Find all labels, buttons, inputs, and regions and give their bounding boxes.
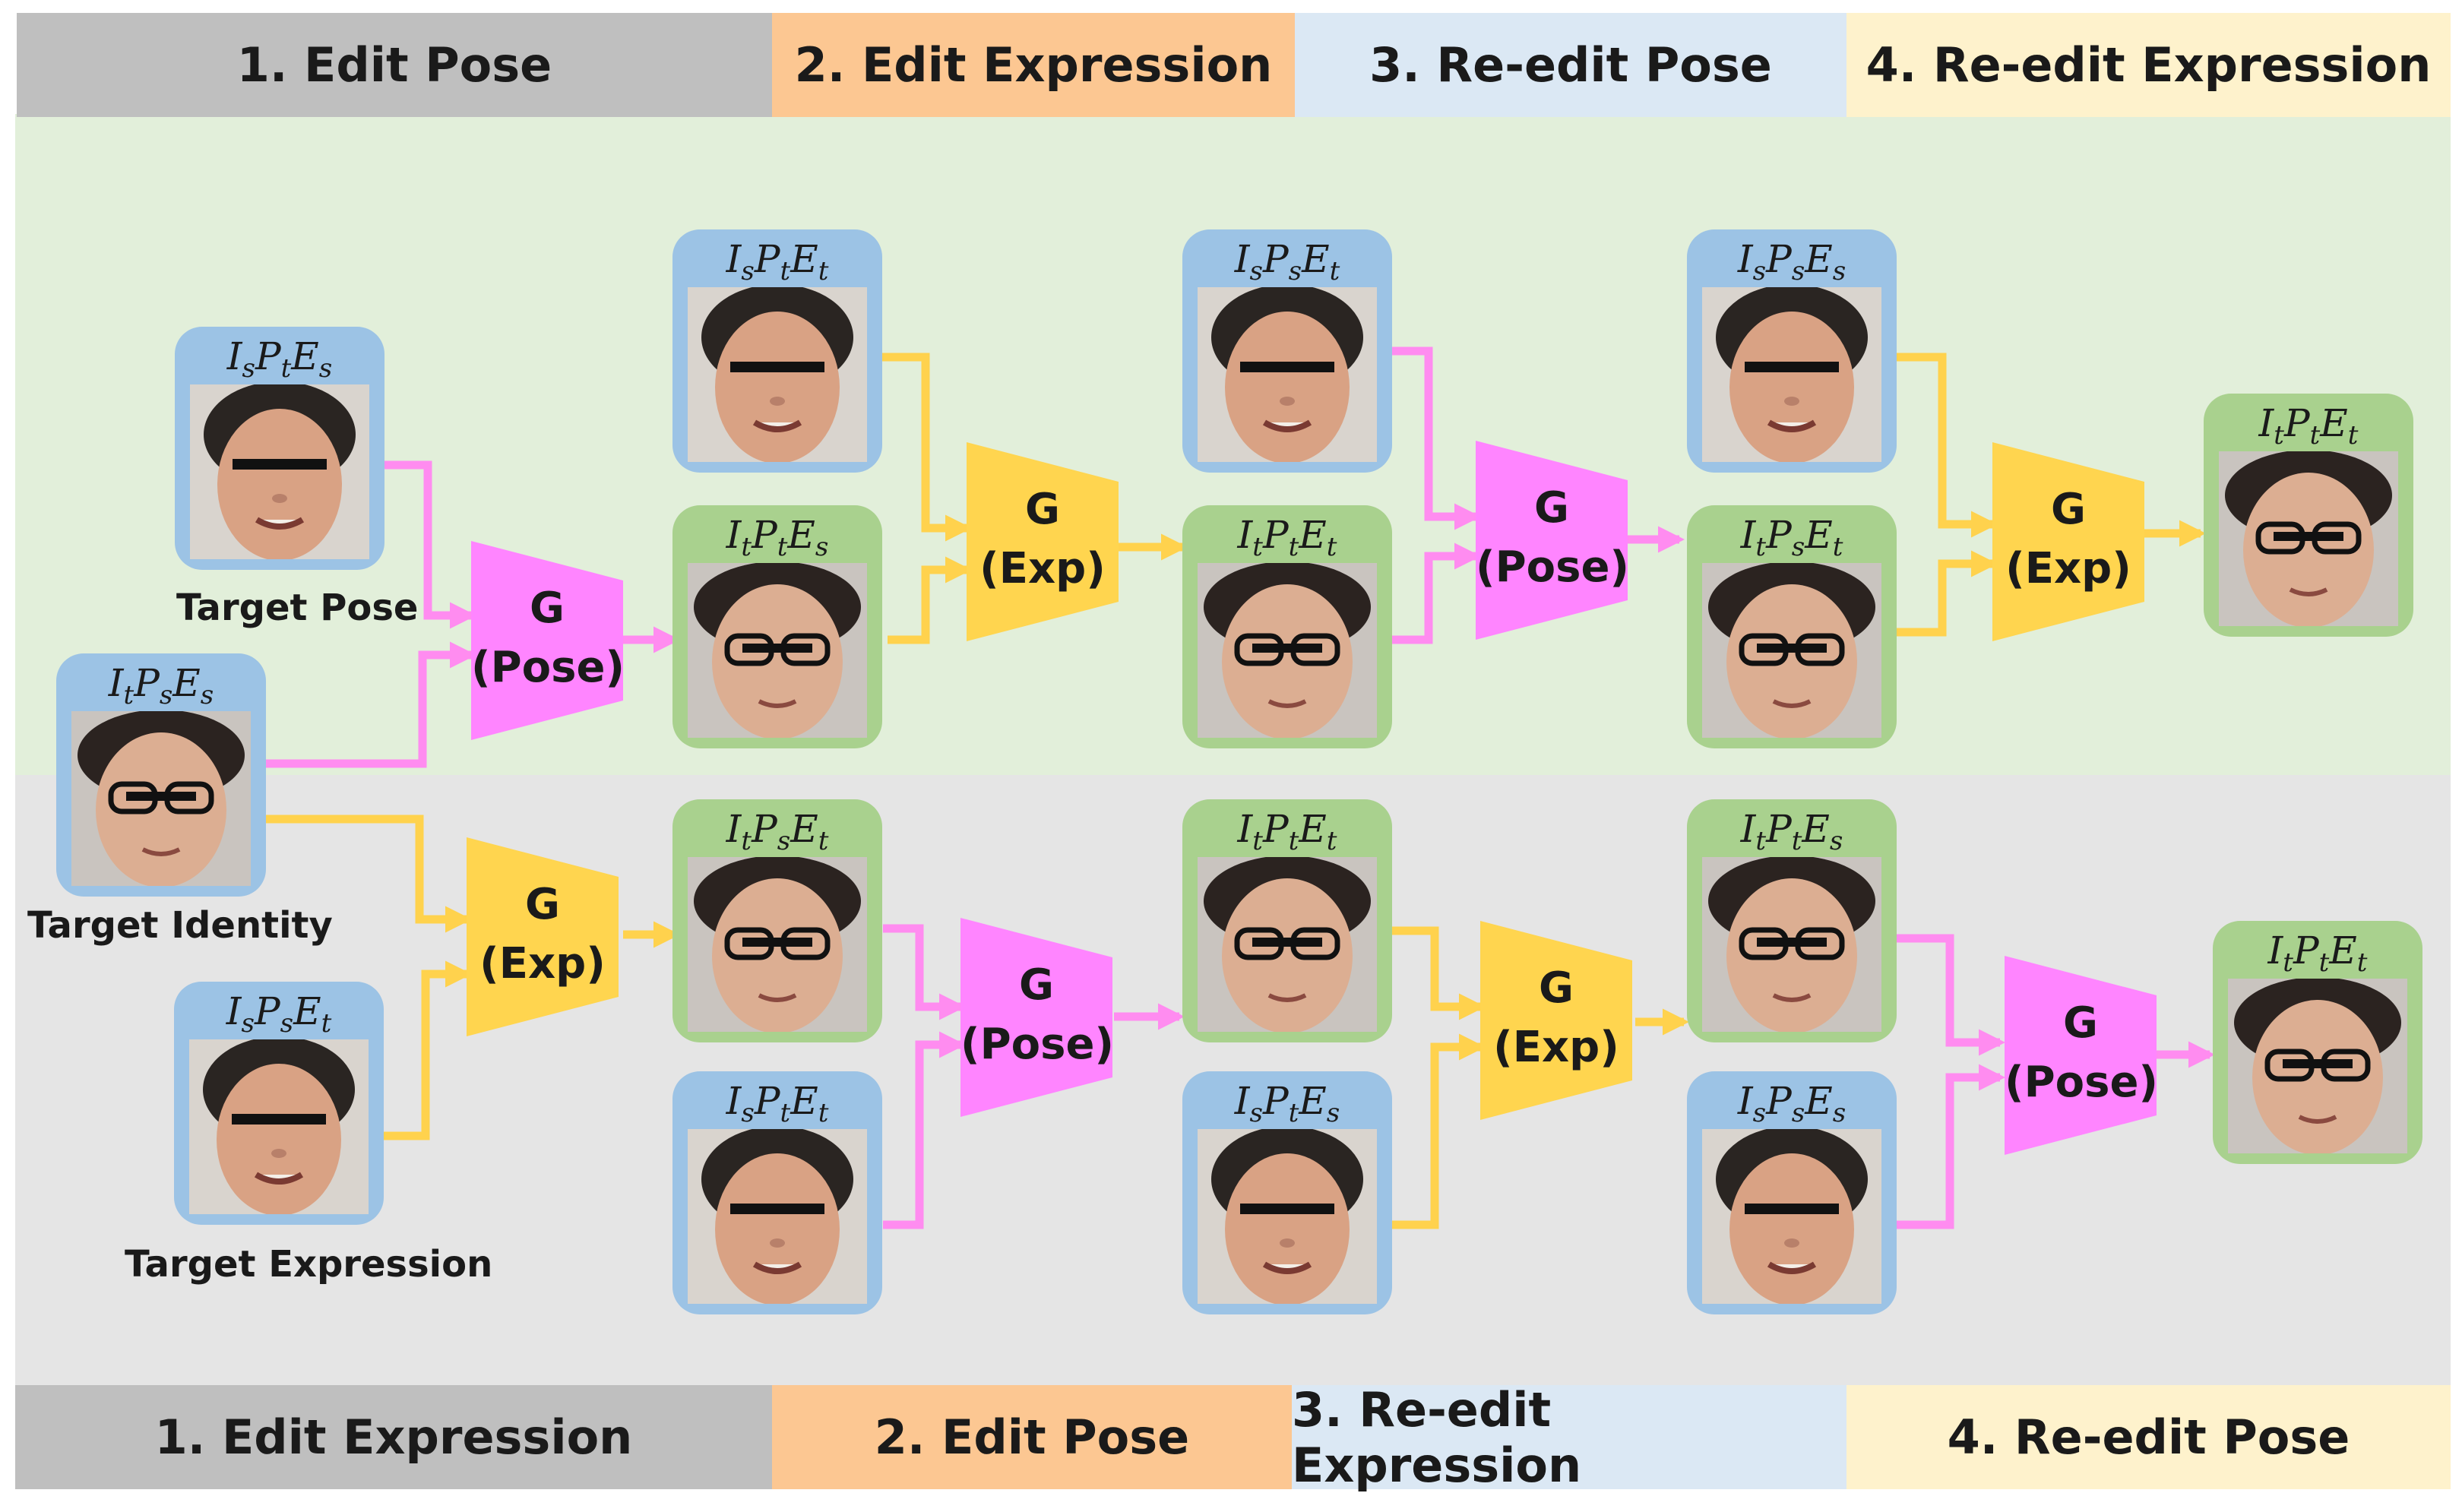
generator-exp-top-2: G(Exp)	[967, 442, 1119, 641]
node-label: ItPtEt	[2267, 928, 2368, 978]
face-image	[1702, 857, 1881, 1032]
wire-pose-2	[266, 641, 477, 768]
generator-pose-top-3: G(Pose)	[1476, 441, 1629, 640]
bottom-step-1: 1. Edit Expression	[15, 1385, 772, 1489]
face-image	[1198, 563, 1377, 738]
bottom-step3-output-a: ItPtEs	[1687, 799, 1897, 1042]
top-step2-output-b: ItPtEt	[1182, 505, 1392, 748]
face-image	[688, 287, 867, 462]
wire-pose-10	[1897, 934, 2006, 1056]
caption-target-identity: Target Identity	[27, 904, 333, 947]
node-label: IsPtEt	[726, 1079, 829, 1128]
wire-exp-11	[1392, 1033, 1486, 1229]
node-label: ItPtEt	[1237, 807, 1337, 856]
face-image	[189, 1039, 369, 1214]
node-label: IsPtEs	[226, 334, 333, 384]
wire-pose-1	[384, 460, 477, 629]
node-label: ItPsEt	[726, 807, 829, 856]
node-label: IsPsEs	[1737, 237, 1846, 286]
node-label: IsPsEt	[1234, 237, 1340, 286]
face-image	[1198, 287, 1377, 462]
bottom-step-2: 2. Edit Pose	[772, 1385, 1292, 1489]
generator-pose-top-1: G(Pose)	[471, 541, 625, 740]
face-image	[2219, 451, 2398, 626]
wire-exp-5	[1897, 550, 1998, 637]
face-image	[1702, 1129, 1881, 1304]
bottom-step3-output-b: IsPsEs	[1687, 1071, 1897, 1314]
bottom-step1-output-a: ItPsEt	[672, 799, 882, 1042]
top-step3-output-a: IsPsEs	[1687, 229, 1897, 473]
node-label: IsPtEs	[1234, 1079, 1340, 1128]
source-identity-node: ItPsEs	[56, 653, 266, 897]
face-image	[190, 384, 369, 559]
face-image	[71, 711, 251, 886]
top-step-1: 1. Edit Pose	[17, 13, 772, 117]
wire-pose-4	[1392, 346, 1482, 530]
node-label: ItPtEs	[726, 513, 829, 562]
face-image	[1702, 287, 1881, 462]
top-step1-output-a: IsPtEt	[672, 229, 882, 473]
generator-exp-bottom-3: G(Exp)	[1480, 921, 1632, 1120]
wire-exp-8	[384, 960, 473, 1140]
source-expression-node: IsPsEt	[174, 982, 384, 1225]
source-pose-node: IsPtEs	[175, 327, 384, 570]
generator-pose-bottom-4: G(Pose)	[2005, 956, 2158, 1155]
face-image	[1198, 1129, 1377, 1304]
face-image	[1702, 563, 1881, 738]
generator-exp-bottom-1: G(Exp)	[467, 837, 619, 1036]
bottom-step-4: 4. Re-edit Pose	[1846, 1385, 2451, 1489]
node-label: ItPsEs	[108, 661, 214, 710]
top-step3-output-b: ItPsEt	[1687, 505, 1897, 748]
wire-exp-4	[1897, 353, 1998, 538]
bottom-step2-output-b: IsPtEs	[1182, 1071, 1392, 1314]
top-step-3: 3. Re-edit Pose	[1295, 13, 1846, 117]
top-step-2: 2. Edit Expression	[772, 13, 1295, 117]
wire-exp-2	[888, 556, 973, 644]
generator-exp-top-4: G(Exp)	[1992, 442, 2144, 641]
face-image	[688, 1129, 867, 1304]
node-label: ItPtEt	[1237, 513, 1337, 562]
generator-pose-bottom-2: G(Pose)	[960, 918, 1114, 1117]
node-label: IsPtEt	[726, 237, 829, 286]
wire-exp-10	[1392, 926, 1486, 1020]
top-step2-output-a: IsPsEt	[1182, 229, 1392, 473]
wire-pose-11	[1897, 1064, 2006, 1229]
wire-pose-8	[883, 1031, 967, 1229]
node-label: ItPsEt	[1740, 513, 1843, 562]
top-step-4: 4. Re-edit Expression	[1846, 13, 2451, 117]
node-label: IsPsEt	[226, 989, 332, 1039]
wire-exp-7	[266, 815, 473, 933]
bottom-step2-output-a: ItPtEt	[1182, 799, 1392, 1042]
wire-exp-1	[881, 353, 973, 542]
top-step1-output-b: ItPtEs	[672, 505, 882, 748]
node-label: ItPtEt	[2258, 401, 2359, 451]
bottom-final-output: ItPtEt	[2213, 921, 2422, 1164]
bottom-step1-output-b: IsPtEt	[672, 1071, 882, 1314]
face-image	[1198, 857, 1377, 1032]
face-image	[2228, 979, 2407, 1153]
face-image	[688, 857, 867, 1032]
caption-target-expression: Target Expression	[125, 1243, 493, 1286]
wire-pose-5	[1392, 542, 1482, 644]
node-label: ItPtEs	[1740, 807, 1843, 856]
bottom-step-3: 3. Re-edit Expression	[1292, 1382, 1846, 1493]
wire-pose-7	[883, 924, 967, 1020]
caption-target-pose: Target Pose	[176, 587, 419, 629]
face-image	[688, 563, 867, 738]
top-final-output: ItPtEt	[2204, 394, 2413, 637]
node-label: IsPsEs	[1737, 1079, 1846, 1128]
